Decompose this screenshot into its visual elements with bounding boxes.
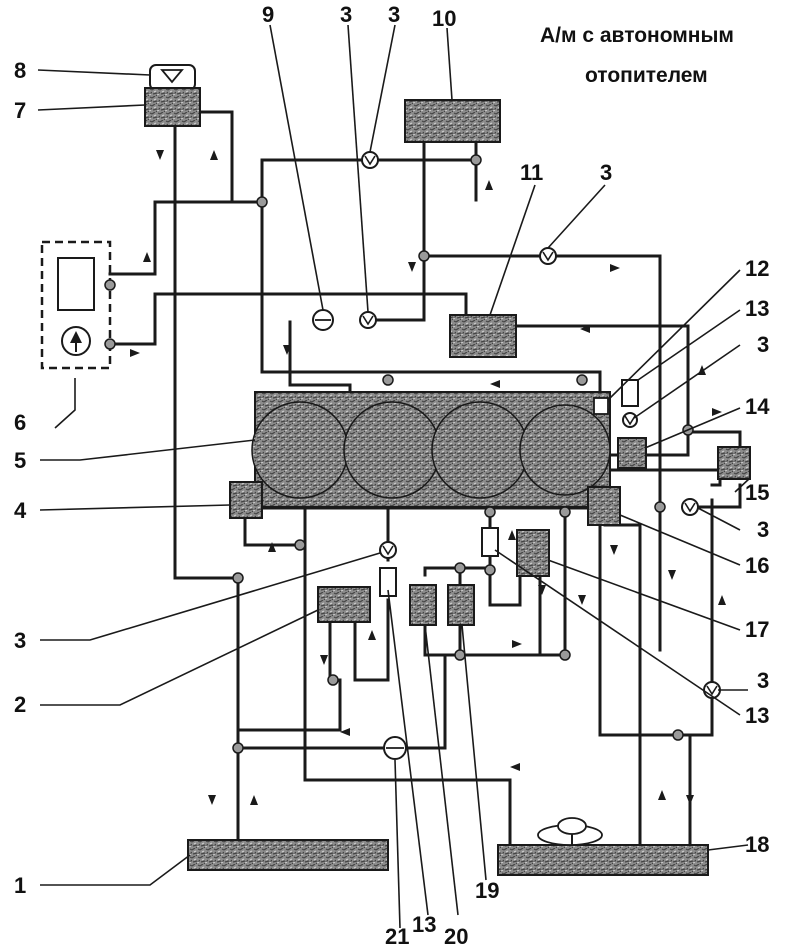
check-valve-icon (681, 498, 699, 516)
label-20: 20 (444, 924, 468, 949)
label-3: 3 (14, 628, 26, 653)
components (40, 64, 751, 876)
callout-labels: 8 7 9 3 3 10 11 3 12 13 3 14 6 5 15 4 3 … (14, 2, 770, 949)
unit-16 (587, 486, 621, 526)
label-10: 10 (432, 6, 456, 31)
pump-icon (383, 736, 407, 760)
label-15: 15 (745, 480, 769, 505)
thermostat-housing (229, 481, 263, 519)
sensor-13-middle (481, 527, 499, 557)
label-8: 8 (14, 58, 26, 83)
label-1: 1 (14, 873, 26, 898)
check-valve-icon (379, 541, 397, 559)
main-radiator (187, 839, 389, 871)
label-3: 3 (340, 2, 352, 27)
pipe-joints (104, 154, 694, 754)
unit-14 (617, 437, 647, 469)
sensor-13-top (621, 379, 639, 407)
flow-arrows (125, 150, 726, 805)
unit-15 (717, 446, 751, 480)
label-4: 4 (14, 498, 27, 523)
temperature-sensor (593, 397, 609, 415)
unit-19 (447, 584, 475, 626)
label-2: 2 (14, 692, 26, 717)
label-14: 14 (745, 394, 770, 419)
label-11: 11 (520, 160, 543, 185)
unit-17 (516, 529, 550, 577)
label-3: 3 (388, 2, 400, 27)
title-line-1: А/м с автономным (540, 24, 734, 47)
label-5: 5 (14, 448, 26, 473)
leader-lines (37, 24, 751, 929)
check-valve-icon (622, 412, 638, 428)
secondary-radiator (497, 844, 709, 876)
check-valve-icon (539, 247, 557, 265)
check-valve-icon (361, 151, 379, 169)
autonomous-heater (449, 314, 517, 358)
label-19: 19 (475, 878, 499, 903)
check-valve-icon (359, 311, 377, 329)
fan-icon (537, 817, 603, 846)
label-13: 13 (745, 703, 769, 728)
label-3: 3 (757, 332, 769, 357)
label-17: 17 (745, 617, 769, 642)
label-6: 6 (14, 410, 26, 435)
auxiliary-pump-unit (40, 240, 112, 370)
unit-20 (409, 584, 437, 626)
label-3: 3 (600, 160, 612, 185)
pump-icon (312, 309, 334, 331)
unit-2 (317, 586, 371, 623)
label-13: 13 (412, 912, 436, 937)
title-line-2: отопителем (585, 64, 708, 87)
heater-radiator (404, 99, 501, 143)
label-7: 7 (14, 98, 26, 123)
label-3: 3 (757, 668, 769, 693)
label-16: 16 (745, 553, 769, 578)
label-12: 12 (745, 256, 769, 281)
label-21: 21 (385, 924, 409, 949)
label-3: 3 (757, 517, 769, 542)
label-9: 9 (262, 2, 274, 27)
label-18: 18 (745, 832, 769, 857)
expansion-tank-cap (149, 64, 196, 91)
expansion-tank (144, 87, 201, 127)
title-block: А/м с автономным отопителем (540, 24, 734, 87)
label-13: 13 (745, 296, 769, 321)
